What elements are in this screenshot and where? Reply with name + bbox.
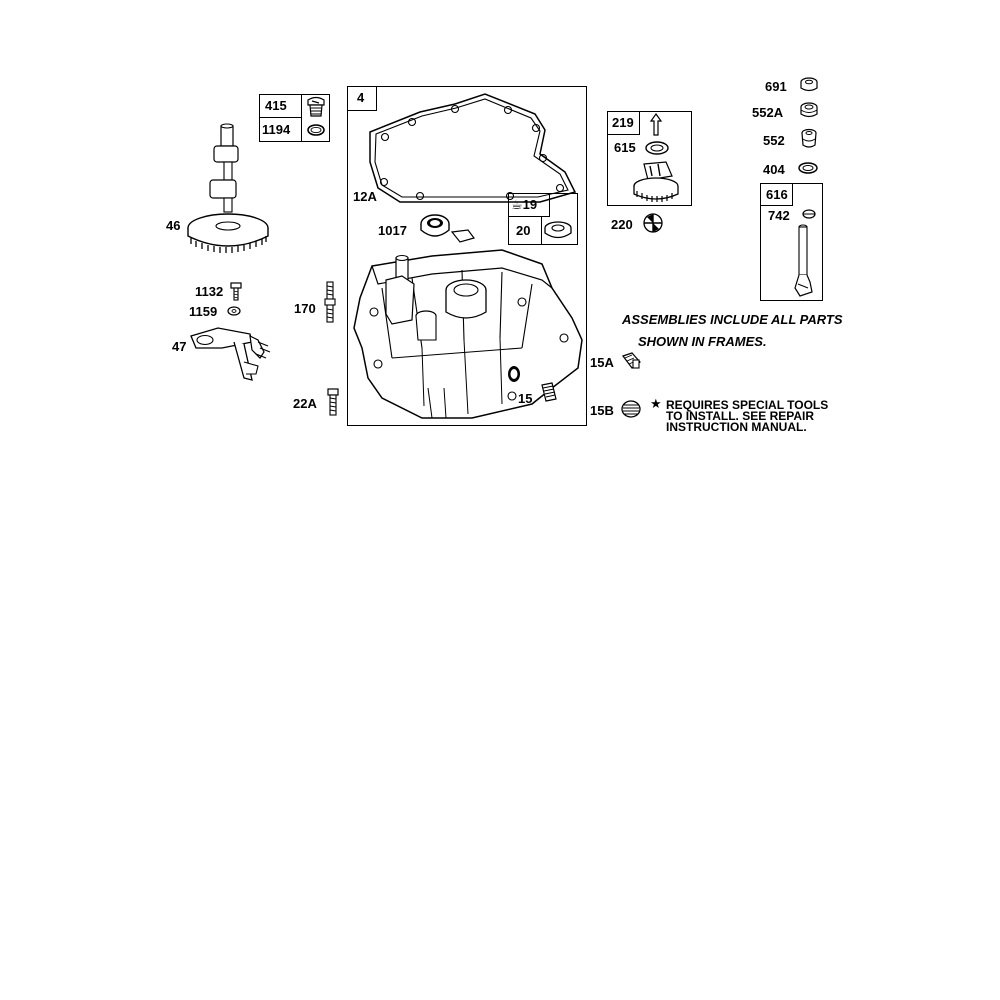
plug-15a-icon bbox=[622, 352, 641, 369]
screw-icon bbox=[230, 282, 242, 301]
part-label-219: 219 bbox=[612, 115, 634, 130]
part-label-46: 46 bbox=[166, 218, 181, 233]
star-symbol: ★ bbox=[650, 396, 662, 411]
assemblies-note-line2: SHOWN IN FRAMES. bbox=[638, 334, 767, 349]
washer-404-icon bbox=[798, 162, 818, 174]
part-label-742: 742 bbox=[768, 208, 790, 223]
part-label-15A: 15A bbox=[590, 355, 614, 370]
frame-219-governor bbox=[607, 111, 692, 206]
part-label-615: 615 bbox=[614, 140, 636, 155]
part-label-415: 415 bbox=[265, 98, 287, 113]
part-label-19: ☕19 bbox=[511, 197, 538, 212]
bushing-552-icon bbox=[801, 128, 817, 148]
governor-bracket-icon bbox=[190, 327, 271, 381]
part-label-12A: 12A bbox=[353, 189, 377, 204]
plug-15b-icon bbox=[621, 400, 641, 418]
cell-616 bbox=[760, 183, 793, 206]
part-label-1017: 1017 bbox=[378, 223, 407, 238]
cell-4 bbox=[347, 86, 377, 111]
stud-icon bbox=[324, 281, 336, 323]
part-label-691: 691 bbox=[765, 79, 787, 94]
o-ring-icon bbox=[307, 124, 325, 136]
part-label-4: 4 bbox=[357, 90, 365, 105]
bushing-552a-icon bbox=[800, 102, 818, 118]
part-label-47: 47 bbox=[172, 339, 187, 354]
part-label-1194: 1194 bbox=[262, 122, 291, 137]
part-label-15B: 15B bbox=[590, 403, 614, 418]
crankcase-cover-icon bbox=[353, 229, 583, 419]
part-label-552: 552 bbox=[763, 133, 785, 148]
part-label-616: 616 bbox=[766, 187, 788, 202]
clip-742-icon bbox=[802, 209, 816, 219]
washer-615-icon bbox=[645, 141, 669, 155]
cell-20 bbox=[508, 216, 542, 245]
assemblies-note-line1: ASSEMBLIES INCLUDE ALL PARTS bbox=[622, 312, 843, 327]
part-label-220: 220 bbox=[611, 217, 633, 232]
pin-icon bbox=[649, 112, 663, 136]
cell-1194 bbox=[259, 117, 302, 142]
governor-cup-icon bbox=[643, 213, 663, 233]
camshaft-gear-icon bbox=[187, 123, 269, 253]
bolt-icon bbox=[327, 388, 339, 416]
part-label-22A: 22A bbox=[293, 396, 317, 411]
special-tools-note-line3: INSTRUCTION MANUAL. bbox=[666, 420, 807, 434]
part-label-1159: 1159 bbox=[189, 304, 218, 319]
part-label-1132: 1132 bbox=[195, 284, 224, 299]
gasket-icon bbox=[369, 93, 577, 203]
special-tools-note-line1: REQUIRES SPECIAL TOOLS bbox=[666, 398, 829, 412]
seal-ring-icon bbox=[544, 221, 572, 239]
part-label-15: 15 bbox=[518, 391, 533, 406]
part-label-20: 20 bbox=[516, 223, 531, 238]
special-tools-note-line2: TO INSTALL. SEE REPAIR bbox=[666, 409, 815, 423]
nut-691-icon bbox=[800, 77, 818, 92]
part-label-170: 170 bbox=[294, 301, 316, 316]
governor-shaft-icon bbox=[794, 224, 813, 297]
frame-4-sump-assembly bbox=[347, 86, 587, 426]
drain-plug-icon bbox=[541, 382, 557, 402]
oil-fill-plug-icon bbox=[307, 96, 325, 117]
part-label-404: 404 bbox=[763, 162, 785, 177]
oil-seal-icon bbox=[420, 214, 450, 237]
governor-gear-icon bbox=[633, 161, 679, 202]
washer-icon bbox=[227, 306, 241, 316]
cell-219 bbox=[607, 111, 640, 135]
part-label-552A: 552A bbox=[752, 105, 784, 120]
